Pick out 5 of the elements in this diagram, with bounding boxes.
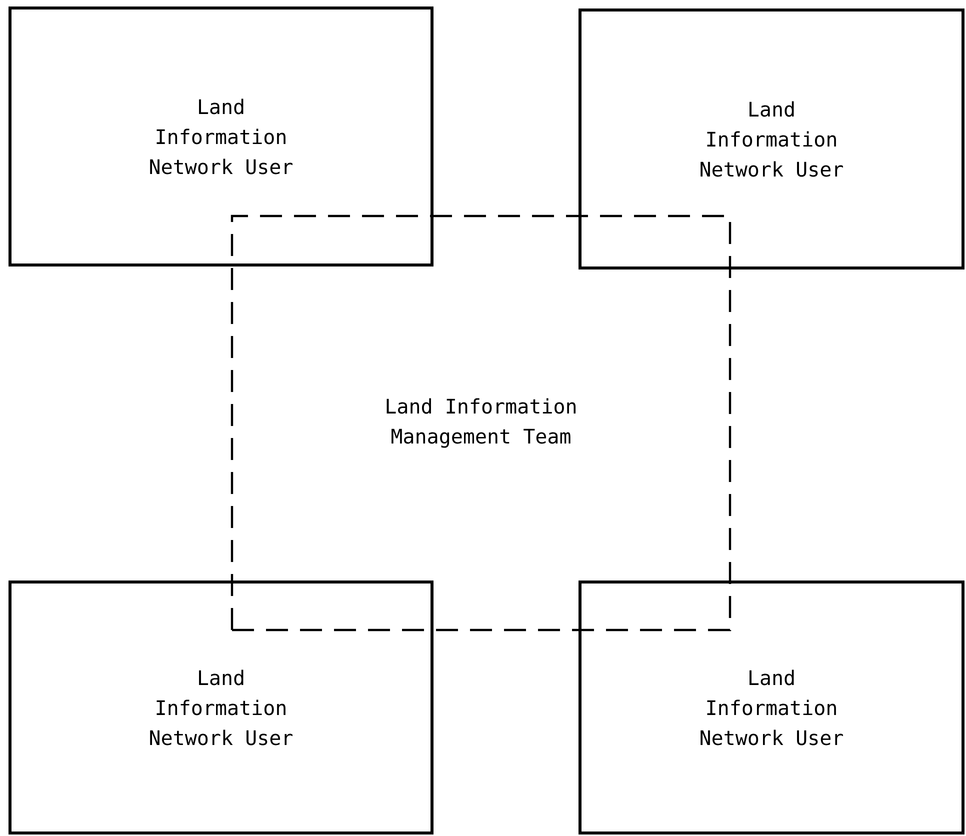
user-box: Land Information Network User bbox=[8, 6, 434, 266]
user-box: Land Information Network User bbox=[578, 580, 964, 834]
user-box: Land Information Network User bbox=[8, 580, 434, 834]
dashed-team-box: Land Information Management Team bbox=[230, 214, 732, 632]
user-box: Land Information Network User bbox=[578, 8, 964, 270]
